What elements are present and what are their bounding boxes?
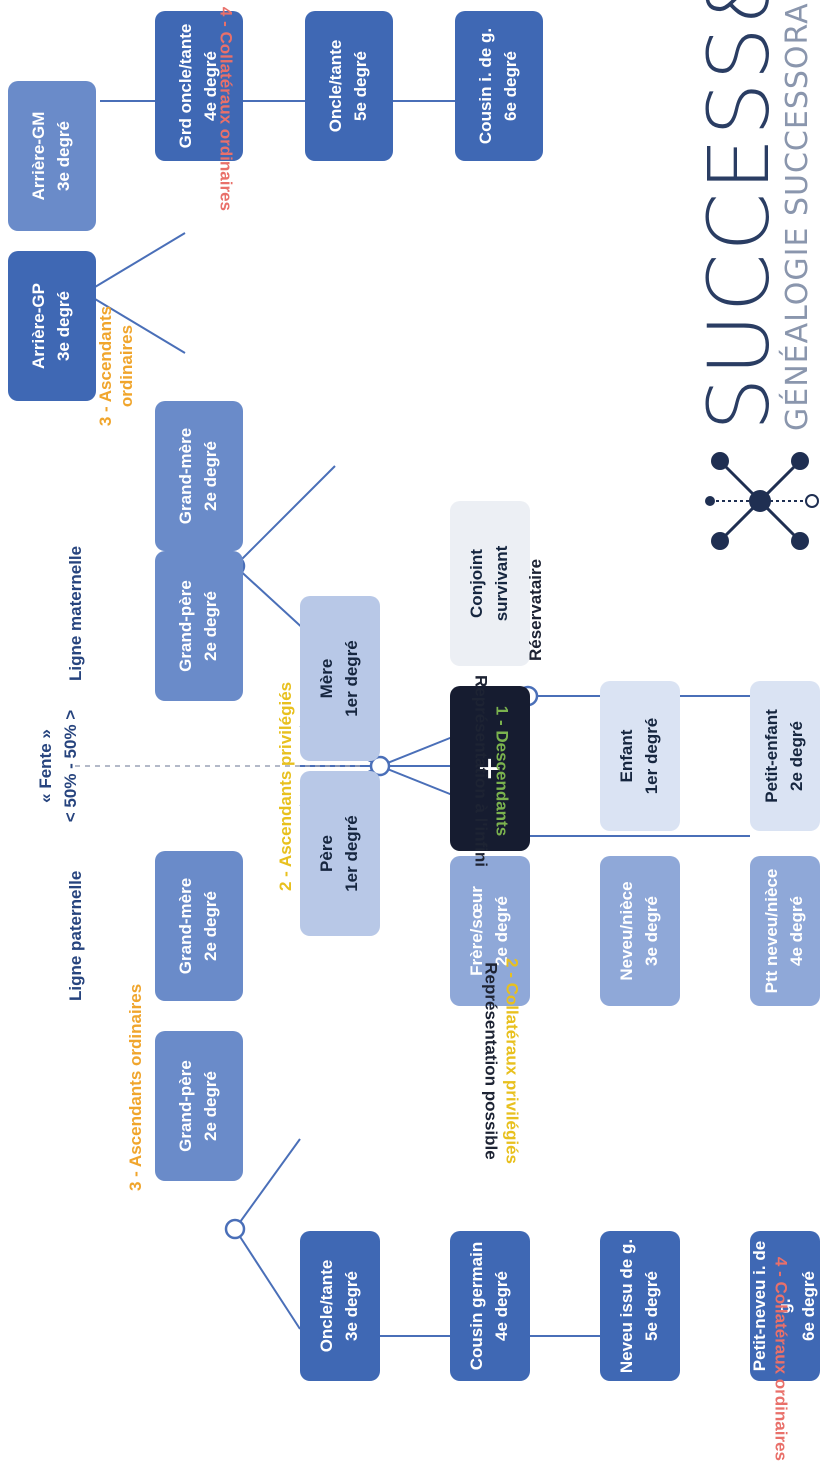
node-neveu-issu: Neveu issu de g.5e degré [600,1231,680,1381]
genealogy-logo-icon [705,452,819,550]
node-cousin-i: Cousin i. de g.6e degré [455,11,543,161]
maternal-line-label: Ligne maternelle [66,545,85,681]
collateraux-ordinaires-paternels-label: 4 - Collatéraux ordinaires [771,1256,791,1461]
reservataire-label: Réservataire [526,558,545,661]
fente-title: « Fente » [36,729,55,803]
ascendants-privilegies-label: 2 - Ascendants privilégiés [276,681,295,891]
collateraux-ordinaires-maternels-label: 4 - Collatéraux ordinaires [216,6,236,211]
brand-subtitle: GÉNÉALOGIE SUCCESSORALE [780,0,815,431]
ascendants-ordinaires-paternels-label: 3 - Ascendants ordinaires [126,983,145,1191]
fente-split: < 50% - 50% > [61,709,80,823]
paternal-line-label: Ligne paternelle [66,870,85,1001]
brand-logo: SUCCESS&CO [690,0,788,431]
